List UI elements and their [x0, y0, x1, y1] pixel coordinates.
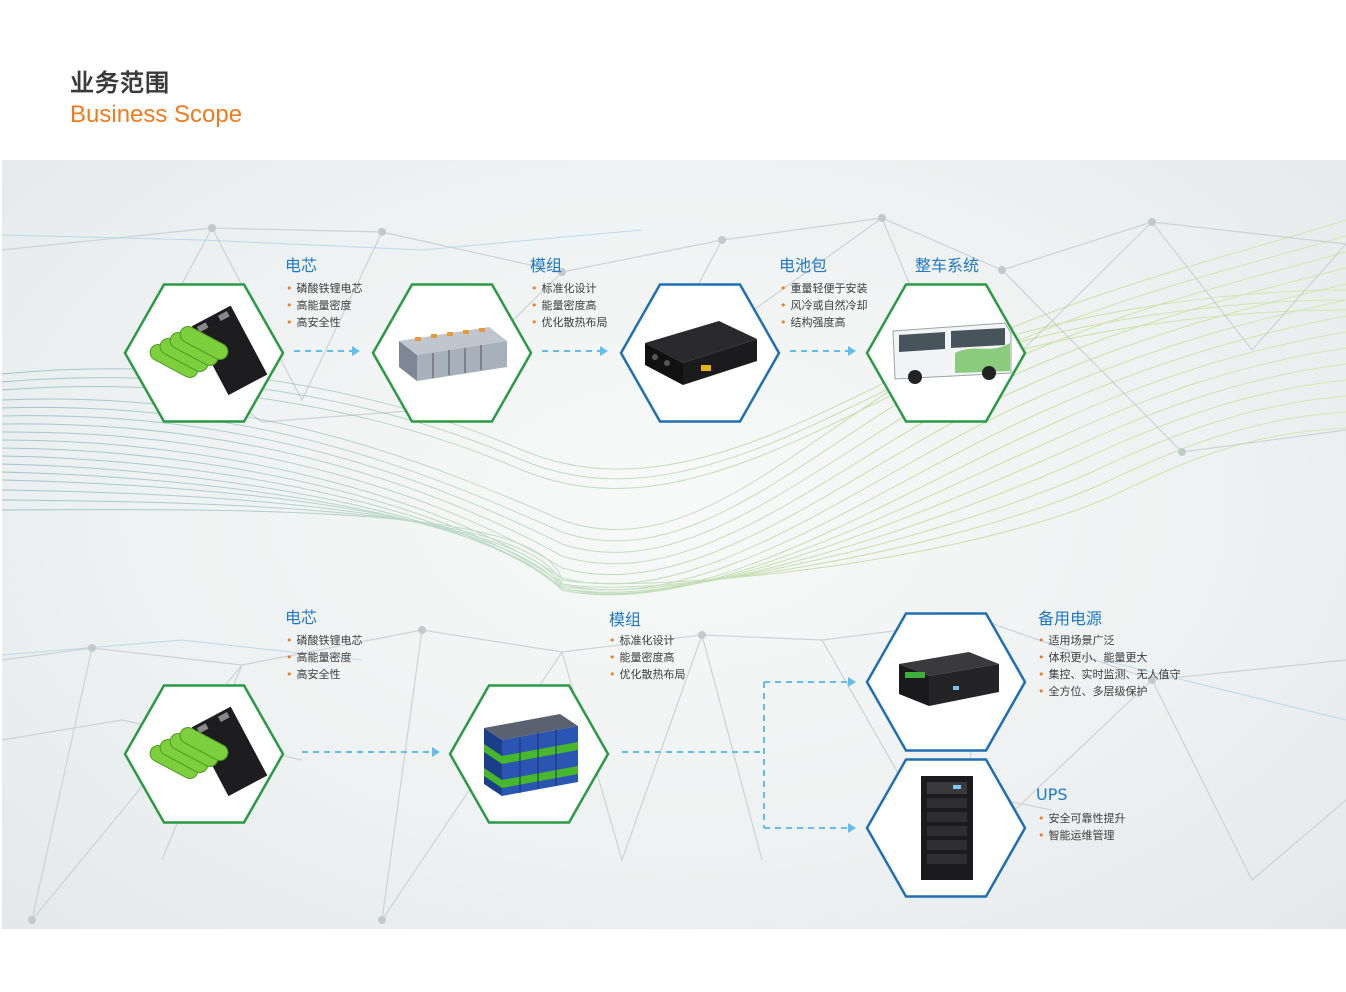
top-module-features: 标准化设计 能量密度高 优化散热布局	[531, 280, 608, 331]
ups-cabinet-icon	[921, 776, 973, 880]
list-item: 适用场景广泛	[1038, 632, 1181, 649]
list-item: 磷酸铁锂电芯	[286, 280, 363, 297]
list-item: 重量轻便于安装	[780, 280, 868, 297]
bottom-backup-label: 备用电源	[1038, 609, 1103, 628]
page-heading: 业务范围 Business Scope	[70, 68, 242, 130]
list-item: 结构强度高	[780, 314, 868, 331]
bottom-module-features: 标准化设计 能量密度高 优化散热布局	[609, 632, 686, 683]
hex-top-module	[371, 283, 533, 423]
bottom-module-label: 模组	[609, 610, 642, 629]
list-item: 全方位、多层级保护	[1038, 683, 1181, 700]
list-item: 风冷或自然冷却	[780, 297, 868, 314]
list-item: 能量密度高	[609, 649, 686, 666]
bottom-ups-features: 安全可靠性提升 智能运维管理	[1038, 810, 1126, 844]
bottom-cell-label: 电芯	[285, 608, 318, 627]
top-module-label: 模组	[530, 256, 563, 275]
list-item: 体积更小、能量更大	[1038, 649, 1181, 666]
battery-cells-icon	[149, 305, 268, 396]
top-vehicle-label: 整车系统	[915, 256, 980, 275]
battery-pack-icon	[645, 321, 757, 385]
list-item: 高能量密度	[286, 649, 363, 666]
list-item: 高安全性	[286, 666, 363, 683]
page-title: 业务范围	[70, 69, 170, 97]
page-subtitle: Business Scope	[70, 101, 243, 128]
list-item: 智能运维管理	[1038, 827, 1126, 844]
list-item: 高能量密度	[286, 297, 363, 314]
battery-cells-icon	[149, 706, 268, 797]
top-cell-label: 电芯	[285, 256, 318, 275]
bottom-ups-label: UPS	[1036, 785, 1068, 804]
list-item: 标准化设计	[609, 632, 686, 649]
list-item: 集控、实时监测、无人值守	[1038, 666, 1181, 683]
list-item: 标准化设计	[531, 280, 608, 297]
top-pack-label: 电池包	[779, 256, 828, 275]
hex-bottom-ups	[865, 758, 1027, 898]
hex-top-pack	[619, 283, 781, 423]
list-item: 高安全性	[286, 314, 363, 331]
backup-power-unit-icon	[899, 652, 999, 706]
top-pack-features: 重量轻便于安装 风冷或自然冷却 结构强度高	[780, 280, 868, 331]
hex-bottom-module	[448, 684, 610, 824]
list-item: 安全可靠性提升	[1038, 810, 1126, 827]
list-item: 能量密度高	[531, 297, 608, 314]
list-item: 优化散热布局	[609, 666, 686, 683]
list-item: 磷酸铁锂电芯	[286, 632, 363, 649]
list-item: 优化散热布局	[531, 314, 608, 331]
hex-top-vehicle	[865, 283, 1027, 423]
electric-bus-icon	[892, 322, 1012, 384]
bottom-cell-features: 磷酸铁锂电芯 高能量密度 高安全性	[286, 632, 363, 683]
hex-bottom-backup-power	[865, 612, 1027, 752]
top-cell-features: 磷酸铁锂电芯 高能量密度 高安全性	[286, 280, 363, 331]
battery-module-icon	[399, 327, 507, 381]
bottom-backup-features: 适用场景广泛 体积更小、能量更大 集控、实时监测、无人值守 全方位、多层级保护	[1038, 632, 1181, 700]
hex-bottom-cell	[123, 684, 285, 824]
hex-top-cell	[123, 283, 285, 423]
battery-module-stack-icon	[484, 714, 578, 796]
